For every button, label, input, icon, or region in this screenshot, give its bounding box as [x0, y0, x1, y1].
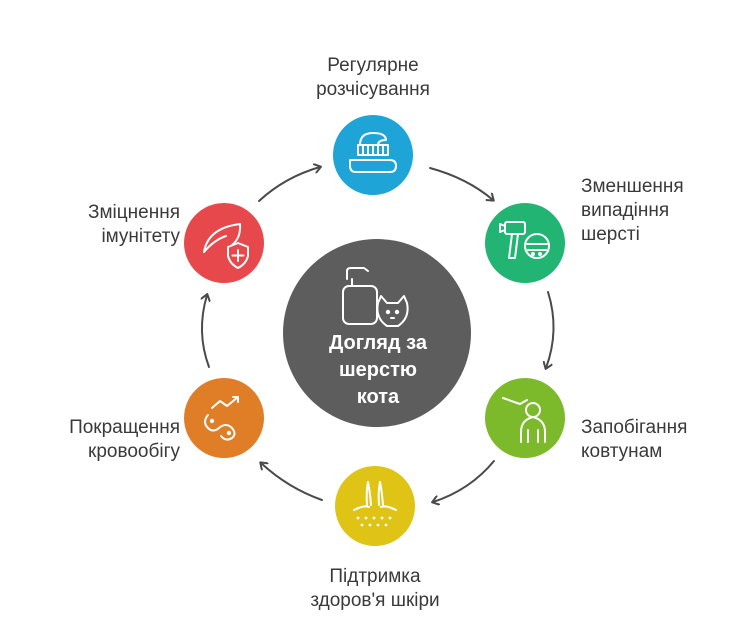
arrow-circulation-to-immunity	[202, 295, 209, 368]
node-tangles	[485, 378, 565, 458]
arrow-shedding-to-tangles	[546, 291, 555, 368]
center-title-line: шерстю	[338, 359, 417, 381]
label-line: ковтунам	[581, 441, 663, 462]
label-line: Запобігання	[581, 417, 688, 438]
arrow-immunity-to-brushing	[258, 167, 320, 202]
node-circulation	[184, 378, 264, 458]
label-line: здоров'я шкіри	[310, 590, 440, 611]
label-line: імунітету	[101, 226, 180, 247]
node-brushing	[333, 115, 413, 195]
leaf-shield-icon	[203, 223, 249, 269]
arrow-tangles-to-skin	[433, 460, 495, 502]
label-line: Зменшення	[581, 176, 684, 197]
hair-dryer-icon	[499, 221, 550, 259]
center-title-line: Догляд за	[329, 332, 427, 354]
hand-grooming-icon	[502, 397, 546, 443]
label-skin: Підтримка здоров'я шкіри	[285, 565, 465, 613]
node-circle-skin	[335, 466, 415, 546]
node-immunity	[184, 203, 264, 283]
toothbrush-hand-icon	[349, 132, 397, 173]
label-circulation: Покращення кровообігу	[20, 416, 180, 464]
cycle-arrows	[202, 167, 555, 502]
label-line: розчісування	[316, 79, 430, 100]
node-shedding	[485, 203, 565, 283]
label-tangles: Запобігання ковтунам	[581, 416, 687, 464]
skin-hair-icon	[353, 481, 397, 527]
label-brushing: Регулярне розчісування	[293, 54, 453, 102]
node-circle-tangles	[485, 378, 565, 458]
label-line: випадіння	[581, 200, 670, 221]
center-circle	[283, 239, 471, 427]
blood-flow-icon	[204, 396, 239, 441]
label-line: кровообігу	[88, 441, 180, 462]
arrow-brushing-to-shedding	[429, 167, 493, 200]
label-line: шерсті	[581, 224, 640, 245]
node-circle-circulation	[184, 378, 264, 458]
label-line: Регулярне	[327, 55, 419, 76]
label-line: Покращення	[69, 417, 180, 438]
center-title-line: кота	[356, 386, 400, 408]
center-title: Догляд за шерстю кота	[300, 330, 456, 411]
node-circle-immunity	[184, 203, 264, 283]
label-shedding: Зменшення випадіння шерсті	[581, 175, 684, 247]
label-line: Зміцнення	[88, 202, 180, 223]
label-line: Підтримка	[329, 566, 421, 587]
arrow-skin-to-circulation	[261, 463, 323, 501]
node-skin	[335, 466, 415, 546]
label-immunity: Зміцнення імунітету	[20, 201, 180, 249]
shampoo-bottle-cat-icon	[342, 267, 409, 327]
